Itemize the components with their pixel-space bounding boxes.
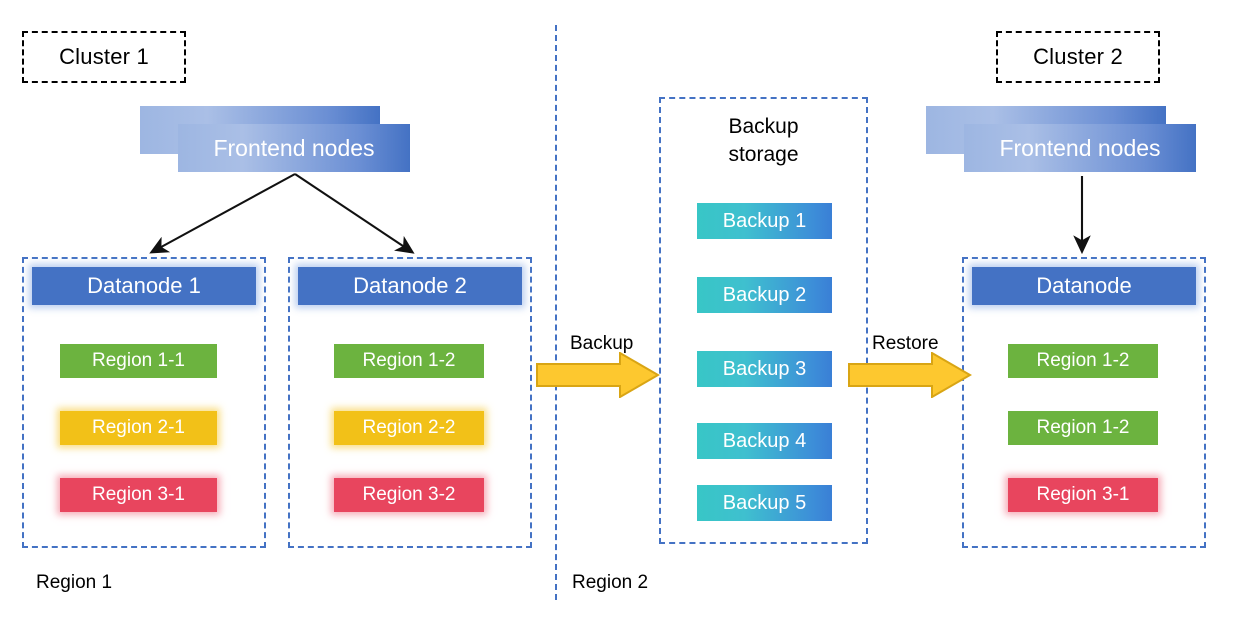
datanode-3-header: Datanode <box>972 267 1196 305</box>
region-chip[interactable]: Region 3-1 <box>1008 478 1158 512</box>
backup-arrow-label: Backup <box>570 333 634 354</box>
backup-arrow <box>536 352 660 398</box>
cluster-1-frontend-nodes[interactable]: Frontend nodes <box>140 106 412 176</box>
datanode-2-container[interactable]: Datanode 2 Region 1-2 Region 2-2 Region … <box>288 257 532 548</box>
restore-arrow <box>848 352 972 398</box>
region-chip[interactable]: Region 2-2 <box>334 411 484 445</box>
arrow-frontend-to-datanode-2 <box>294 173 415 254</box>
frontend-node-plate-front: Frontend nodes <box>178 124 410 172</box>
backup-storage-title-line-2: storage <box>728 143 799 166</box>
region-chip[interactable]: Region 3-2 <box>334 478 484 512</box>
region-chip[interactable]: Region 1-2 <box>1008 411 1158 445</box>
datanode-2-header: Datanode 2 <box>298 267 522 305</box>
restore-arrow-label: Restore <box>872 333 939 354</box>
region-divider-line <box>555 25 557 600</box>
cluster-2-label: Cluster 2 <box>996 31 1160 83</box>
datanode-3-container[interactable]: Datanode Region 1-2 Region 1-2 Region 3-… <box>962 257 1206 548</box>
backup-item[interactable]: Backup 4 <box>697 423 832 459</box>
region-chip[interactable]: Region 3-1 <box>60 478 217 512</box>
cluster-1-label: Cluster 1 <box>22 31 186 83</box>
region-chip[interactable]: Region 1-1 <box>60 344 217 378</box>
datanode-1-container[interactable]: Datanode 1 Region 1-1 Region 2-1 Region … <box>22 257 266 548</box>
backup-item[interactable]: Backup 3 <box>697 351 832 387</box>
datanode-1-header: Datanode 1 <box>32 267 256 305</box>
arrow-frontend-to-datanode-1 <box>149 173 296 254</box>
backup-item[interactable]: Backup 2 <box>697 277 832 313</box>
backup-storage-title-line-1: Backup <box>728 115 799 138</box>
backup-storage-title: Backup storage <box>661 113 866 169</box>
region-chip[interactable]: Region 2-1 <box>60 411 217 445</box>
backup-storage-container[interactable]: Backup storage Backup 1 Backup 2 Backup … <box>659 97 868 544</box>
region-chip[interactable]: Region 1-2 <box>334 344 484 378</box>
backup-item[interactable]: Backup 5 <box>697 485 832 521</box>
cluster-2-frontend-nodes[interactable]: Frontend nodes <box>926 106 1198 176</box>
region-1-caption: Region 1 <box>36 572 113 593</box>
backup-item[interactable]: Backup 1 <box>697 203 832 239</box>
frontend-node-plate-front: Frontend nodes <box>964 124 1196 172</box>
region-2-caption: Region 2 <box>572 572 649 593</box>
region-chip[interactable]: Region 1-2 <box>1008 344 1158 378</box>
